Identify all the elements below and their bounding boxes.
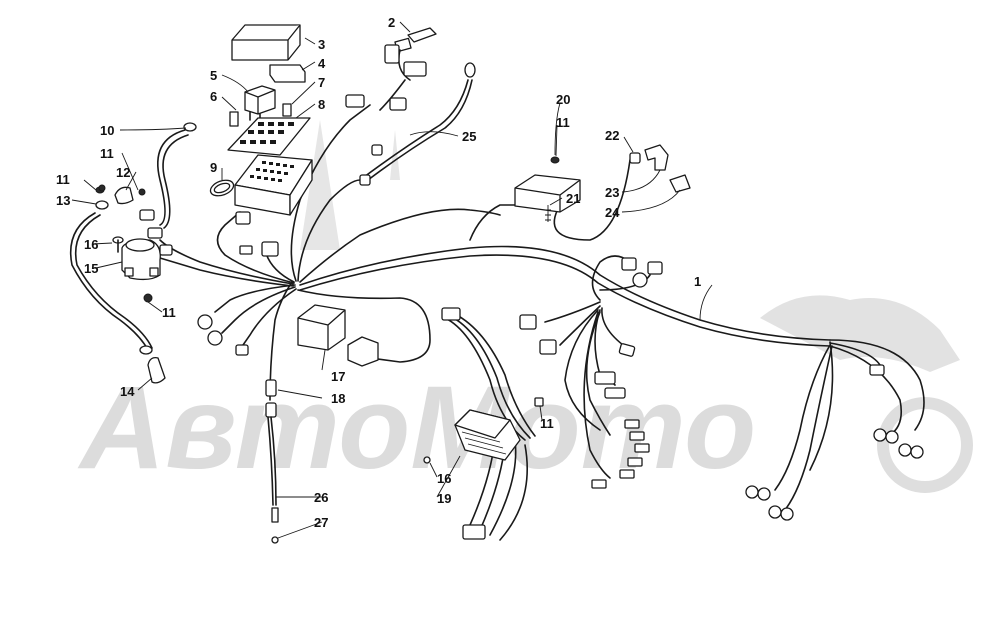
part-3-fuse-box-cover bbox=[231, 24, 301, 61]
cluster-connectors-left bbox=[139, 94, 407, 356]
part-22-connector bbox=[629, 152, 641, 164]
callout-17: 17 bbox=[331, 369, 345, 384]
callout-23: 23 bbox=[605, 185, 619, 200]
callout-20: 20 bbox=[556, 92, 570, 107]
callout-1: 1 bbox=[694, 274, 701, 289]
part-26-wire-terminal bbox=[271, 507, 279, 523]
part-24-cap bbox=[669, 174, 691, 193]
watermark-text: АвтоМото bbox=[77, 362, 756, 494]
callout-21: 21 bbox=[566, 191, 580, 206]
part-15-solenoid bbox=[121, 238, 161, 281]
main-wiring-harness bbox=[159, 79, 925, 511]
callout-10: 10 bbox=[100, 123, 114, 138]
part-12-boot bbox=[114, 186, 134, 205]
callout-13: 13 bbox=[56, 193, 70, 208]
part-27-screw bbox=[271, 536, 279, 544]
callout-9: 9 bbox=[210, 160, 217, 175]
callout-26: 26 bbox=[314, 490, 328, 505]
callout-2: 2 bbox=[388, 15, 395, 30]
part-25-ground-wire bbox=[464, 62, 476, 78]
part-19-regulator bbox=[423, 307, 544, 541]
callouts: 1 2 3 4 5 6 7 8 9 10 11 11 12 13 16 15 1… bbox=[56, 15, 701, 530]
callout-16-b: 16 bbox=[437, 471, 451, 486]
part-7-fuse bbox=[282, 103, 292, 117]
part-20-relay bbox=[514, 156, 581, 213]
callout-4: 4 bbox=[318, 56, 326, 71]
part-21-screw bbox=[545, 205, 551, 222]
callout-11-e: 11 bbox=[540, 416, 554, 431]
leader-lines bbox=[71, 21, 713, 539]
callout-27: 27 bbox=[314, 515, 328, 530]
callout-25: 25 bbox=[462, 129, 476, 144]
part-18-inline-connector bbox=[265, 379, 277, 506]
watermark-motorcycle-shape bbox=[760, 295, 960, 372]
watermark: АвтоМото bbox=[77, 120, 973, 494]
part-16-screw-left bbox=[112, 236, 124, 253]
fuse-box-body bbox=[234, 154, 313, 216]
callout-15: 15 bbox=[84, 261, 98, 276]
callout-11-b: 11 bbox=[56, 172, 70, 187]
callout-18: 18 bbox=[331, 391, 345, 406]
watermark-wheel bbox=[877, 397, 973, 493]
callout-24: 24 bbox=[605, 205, 620, 220]
callout-5: 5 bbox=[210, 68, 217, 83]
callout-14: 14 bbox=[120, 384, 135, 399]
callout-11-a: 11 bbox=[100, 146, 114, 161]
callout-19: 19 bbox=[437, 491, 451, 506]
part-4-relay bbox=[269, 64, 306, 83]
callout-11-c: 11 bbox=[162, 305, 176, 320]
callout-6: 6 bbox=[210, 89, 217, 104]
callout-12: 12 bbox=[116, 165, 130, 180]
callout-11-d: 11 bbox=[556, 115, 570, 130]
part-8-fuse-strip bbox=[227, 117, 311, 156]
watermark-spires bbox=[300, 120, 400, 250]
callout-16-a: 16 bbox=[84, 237, 98, 252]
part-23-boot bbox=[644, 144, 669, 171]
part-17-control-module bbox=[297, 304, 379, 367]
callout-22: 22 bbox=[605, 128, 619, 143]
right-connectors bbox=[519, 257, 924, 521]
part-6-fuse bbox=[229, 111, 239, 127]
part-14-battery-cable bbox=[69, 212, 166, 384]
part-9-clip bbox=[209, 179, 235, 197]
callout-3: 3 bbox=[318, 37, 325, 52]
callout-7: 7 bbox=[318, 75, 325, 90]
part-2-connector bbox=[379, 27, 437, 111]
callout-8: 8 bbox=[318, 97, 325, 112]
part-5-relay bbox=[244, 85, 276, 123]
part-10-cable bbox=[156, 122, 197, 229]
